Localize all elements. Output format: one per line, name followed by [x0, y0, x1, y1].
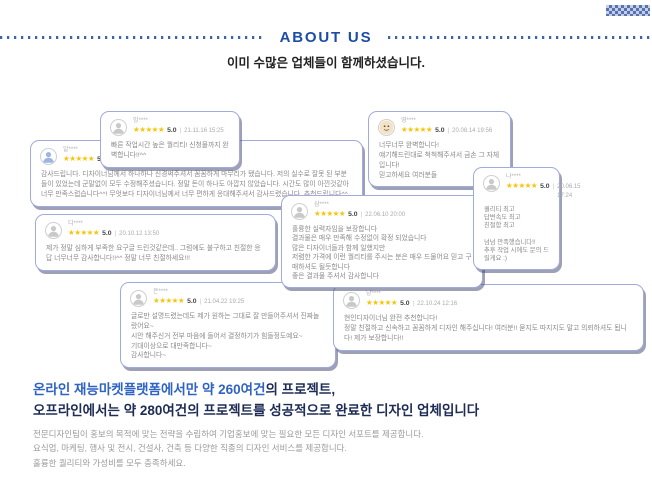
review-date: 20.08.14 19:56	[452, 128, 493, 134]
review-date: 21.11.16 15:25	[184, 128, 224, 134]
reviewer-name: 삼****	[314, 202, 329, 208]
rating-date-divider: |	[114, 231, 117, 237]
rating-value: 5.0	[540, 183, 550, 190]
footer-headline: 온라인 재능마켓플랫폼에서만 약 260여건의 프로젝트, 오프라인에서는 약 …	[33, 380, 479, 422]
rating-value: 5.0	[435, 127, 445, 134]
review-date: 20.10.12 13:50	[119, 231, 160, 237]
star-rating-icon: ★★★★★	[63, 154, 95, 163]
review-text: 글로만 설명드렸는데도 제가 원하는 그대로 잘 만들어주셔서 진짜놀랐어요~ …	[131, 313, 320, 360]
footer-headline-highlight: 온라인 재능마켓플랫폼에서만 약 260여건	[33, 382, 266, 397]
avatar-person-icon	[110, 119, 127, 136]
star-rating-icon: ★★★★★	[401, 125, 433, 134]
rating-date-divider: |	[447, 128, 450, 134]
avatar-person-icon	[483, 175, 500, 192]
star-rating-icon: ★★★★★	[314, 209, 346, 218]
review-card-8: 냥**** ★★★★★ 5.0 | 22.10.24 12:16 현인디자이너님…	[333, 284, 644, 351]
review-date: 22.10.24 12:16	[417, 301, 458, 307]
dotted-divider-left	[0, 36, 264, 39]
reviewer-name: 영****	[401, 118, 416, 124]
footer-headline-line2: 오프라인에서는 약 280여건의 프로젝트를 성공적으로 완료한 디자인 업체입…	[33, 402, 480, 418]
footer-headline-line1: 온라인 재능마켓플랫폼에서만 약 260여건의 프로젝트,	[33, 380, 479, 401]
review-text: 빠른 작업시간 높은 퀄리티! 신청물까지 완벽합니다!!^^	[111, 142, 229, 159]
rating-value: 5.0	[102, 230, 112, 237]
avatar-person-icon	[45, 222, 62, 239]
avatar-person-icon	[378, 119, 395, 136]
footer-description: 전문디자인팀이 홍보의 목적에 맞는 전략을 수립하여 기업홍보에 맞는 필요한…	[33, 427, 423, 470]
review-card-1: 밍**** ★★★★★ 5.0 | 21.11.16 15:25 빠른 작업시간…	[100, 111, 240, 168]
star-rating-icon: ★★★★★	[68, 228, 100, 237]
rating-value: 5.0	[187, 298, 197, 305]
review-text: 제가 정말 심하게 부족한 요구글 드린것같은데.. 그럼에도 불구하고 친절한…	[46, 245, 261, 262]
star-rating-icon: ★★★★★	[506, 181, 538, 190]
avatar-person-icon	[291, 203, 308, 220]
reviewer-name: 디****	[68, 221, 83, 227]
avatar-person-icon	[343, 292, 360, 309]
about-divider-row: ABOUT US	[0, 29, 652, 46]
review-card-7: 은**** ★★★★★ 5.0 | 21.04.22 19:25 글로만 설명드…	[120, 282, 336, 369]
rating-date-divider: |	[552, 184, 555, 190]
page-title: ABOUT US	[279, 29, 373, 46]
dotted-divider-right	[388, 36, 652, 39]
rating-date-divider: |	[199, 299, 202, 305]
footer-description-line: 전문디자인팀이 홍보의 목적에 맞는 전략을 수립하여 기업홍보에 맞는 필요한…	[33, 429, 424, 439]
reviewer-name: 나****	[506, 174, 521, 180]
rating-value: 5.0	[348, 211, 358, 218]
star-rating-icon: ★★★★★	[366, 298, 398, 307]
rating-date-divider: |	[179, 128, 182, 134]
avatar-person-icon	[130, 290, 147, 307]
reviewer-name: 알****	[63, 147, 78, 153]
review-card-5: 삼**** ★★★★★ 5.0 | 22.06.10 20:00 훌륭한 실력자…	[281, 195, 483, 289]
rating-value: 5.0	[167, 127, 177, 134]
footer-description-line: 요식업, 마케팅, 행사 및 전시, 건설사, 건축 등 다양한 직종의 디자인…	[33, 443, 347, 454]
footer-description-line: 훌륭한 퀄리티와 가성비를 모두 충족하세요.	[33, 457, 186, 468]
rating-date-divider: |	[360, 212, 363, 218]
review-card-6: 디**** ★★★★★ 5.0 | 20.10.12 13:50 제가 정말 심…	[35, 214, 276, 271]
review-text: 훌륭한 실력자임을 보장합니다 결과물은 매우 만족해 수정없이 확정 되었습니…	[292, 226, 472, 280]
review-text: 퀄리티 최고 답변속도 최고 친절함 최고 넘넘 만족했습니다!! 추후 작업 …	[484, 206, 549, 263]
rating-date-divider: |	[412, 301, 415, 307]
review-date: 21.04.22 19:25	[204, 299, 245, 305]
section-subtitle: 이미 수많은 업체들이 함께하셨습니다.	[227, 56, 425, 70]
rating-value: 5.0	[400, 300, 410, 307]
review-date: 22.06.10 20:00	[365, 212, 406, 218]
review-card-4: 나**** ★★★★★ 5.0 | 20.06.15 17:24 퀄리티 최고 …	[473, 167, 581, 271]
corner-checker-pattern	[606, 5, 650, 16]
footer-headline-rest: 의 프로젝트,	[265, 382, 336, 397]
review-text: 너무너무 완벽합니다! 얘기해드린대로 척척해주셔서 금손 그 자체입니다! 믿…	[379, 142, 500, 179]
review-text: 감사드립니다. 디자이너님께서 하나하나 신경써주셔서 꼼꼼하게 마무리가 됐습…	[41, 171, 349, 198]
reviewer-name: 밍****	[133, 118, 148, 124]
star-rating-icon: ★★★★★	[133, 125, 165, 134]
star-rating-icon: ★★★★★	[153, 296, 185, 305]
avatar-person-icon	[40, 148, 57, 165]
reviewer-name: 냥****	[366, 291, 381, 297]
reviewer-name: 은****	[153, 289, 168, 295]
review-text: 현인디자이너님 완전 추천합니다! 정말 친절하고 신속하고 꼼꼼하게 디자인 …	[344, 315, 627, 342]
review-date: 20.06.15 17:24	[557, 184, 581, 199]
